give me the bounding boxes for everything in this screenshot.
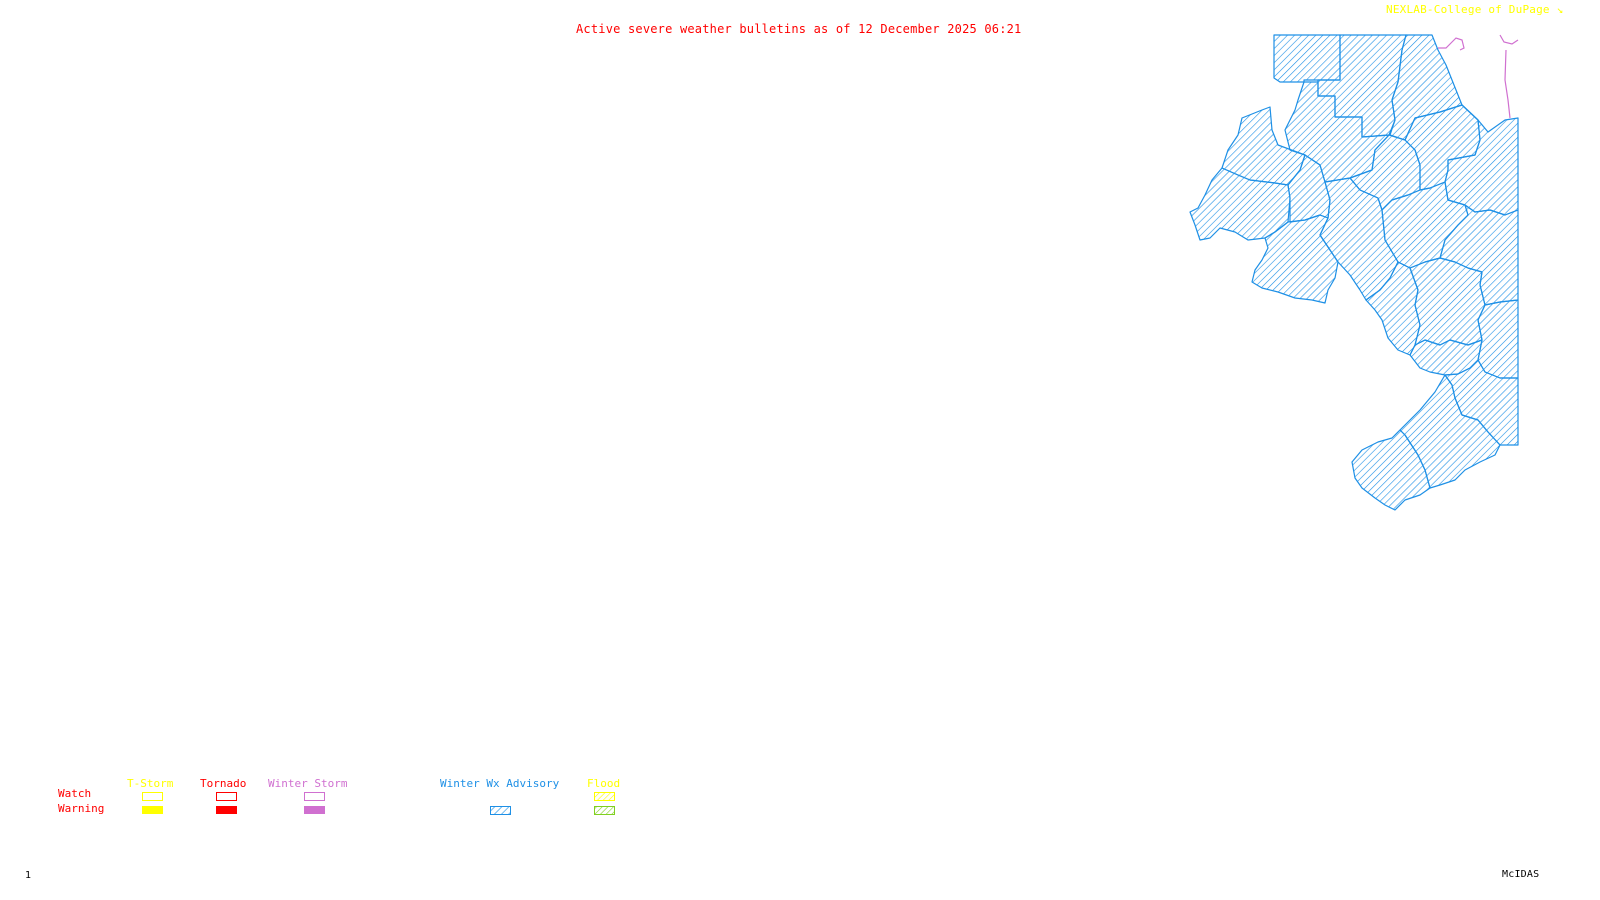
county-polygon[interactable] [1251, 214, 1339, 304]
legend-flood-watch [594, 792, 615, 801]
county-polygon[interactable] [1273, 34, 1341, 83]
advisory-counties [1189, 34, 1519, 511]
legend-winter-storm-watch [304, 792, 325, 801]
credit-text: NEXLAB-College of DuPage [1386, 3, 1550, 16]
legend-tstorm-warning [142, 806, 163, 814]
county-polygon[interactable] [1409, 339, 1483, 376]
legend-row-watch: Watch [58, 787, 92, 800]
legend-flood-warning [594, 806, 615, 815]
county-polygon[interactable] [1409, 257, 1486, 346]
legend-header-winter-advisory: Winter Wx Advisory [440, 777, 560, 790]
bulletin-title: Active severe weather bulletins as of 12… [576, 22, 1022, 36]
legend-tornado-watch [216, 792, 237, 801]
state-border-line [1499, 34, 1519, 45]
software-label: McIDAS [1502, 869, 1540, 880]
diagonal-arrow-icon: ↘ [1556, 3, 1564, 16]
legend-tornado-warning [216, 806, 237, 814]
state-border-line [1504, 49, 1511, 119]
legend-header-tornado: Tornado [200, 777, 247, 790]
legend-row-warning: Warning [58, 802, 105, 815]
credit-label: NEXLAB-College of DuPage ↘ [1386, 4, 1563, 16]
legend-header-tstorm: T-Storm [127, 777, 174, 790]
legend-winter-storm-warning [304, 806, 325, 814]
county-polygon[interactable] [1351, 429, 1431, 511]
county-polygon[interactable] [1477, 299, 1519, 379]
legend-tstorm-watch [142, 792, 163, 801]
legend-header-flood: Flood [587, 777, 621, 790]
legend-winter-advisory [490, 806, 511, 815]
county-polygon[interactable] [1189, 167, 1291, 241]
frame-number: 1 [25, 870, 32, 881]
legend-boxes [142, 792, 615, 815]
legend-header-winter-storm: Winter Storm [268, 777, 348, 790]
state-border-line [1438, 37, 1465, 51]
state-border [1438, 34, 1519, 119]
